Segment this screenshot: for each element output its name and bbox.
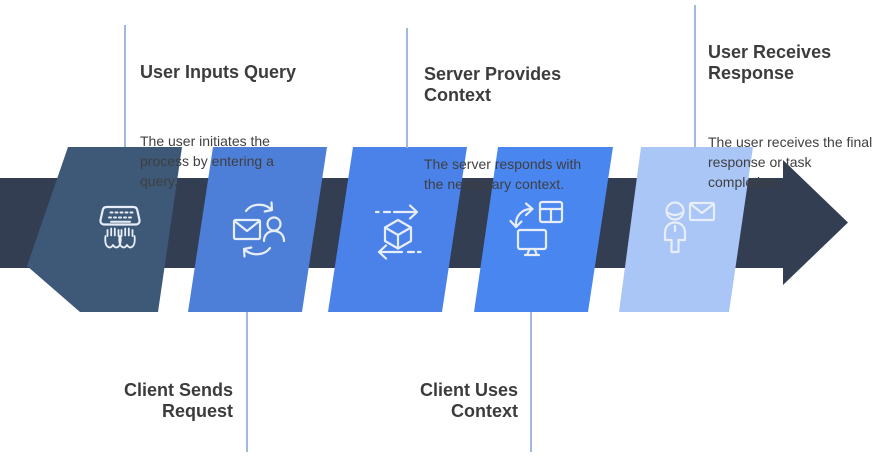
step-title-3: Server Provides Context [424,64,562,105]
step-shape-4 [474,147,613,312]
step-label-2: Client Sends Request The client sends a … [33,344,233,462]
step-label-3: Server Provides Context The server respo… [424,28,624,230]
connector-line-4 [530,312,532,452]
step-description-3: The server responds with the necessary c… [424,156,582,192]
step-description-5: The user receives the final response or … [708,134,872,190]
step-title-2: Client Sends Request [123,380,233,421]
step-label-5: User Receives Response The user receives… [708,6,872,228]
step-title-5: User Receives Response [708,42,832,83]
connector-line-1 [124,25,126,147]
step-description-1: The user initiates the process by enteri… [140,133,274,189]
step-shape-2 [188,147,327,312]
mail-sync-icon [232,200,285,258]
step-shape-5 [619,147,753,312]
person-mail-icon [663,200,716,253]
monitor-data-icon [508,200,563,256]
connector-line-5 [694,5,696,147]
connector-line-2 [246,312,248,452]
step-label-1: User Inputs Query The user initiates the… [140,26,340,227]
cube-exchange-icon [374,203,422,260]
step-label-4: Client Uses Context The client processes… [318,344,518,462]
step-title-1: User Inputs Query [140,62,297,82]
step-title-4: Client Uses Context [419,380,518,421]
connector-line-3 [406,28,408,148]
step-shape-3 [328,147,467,312]
keyboard-typing-icon [98,205,141,248]
